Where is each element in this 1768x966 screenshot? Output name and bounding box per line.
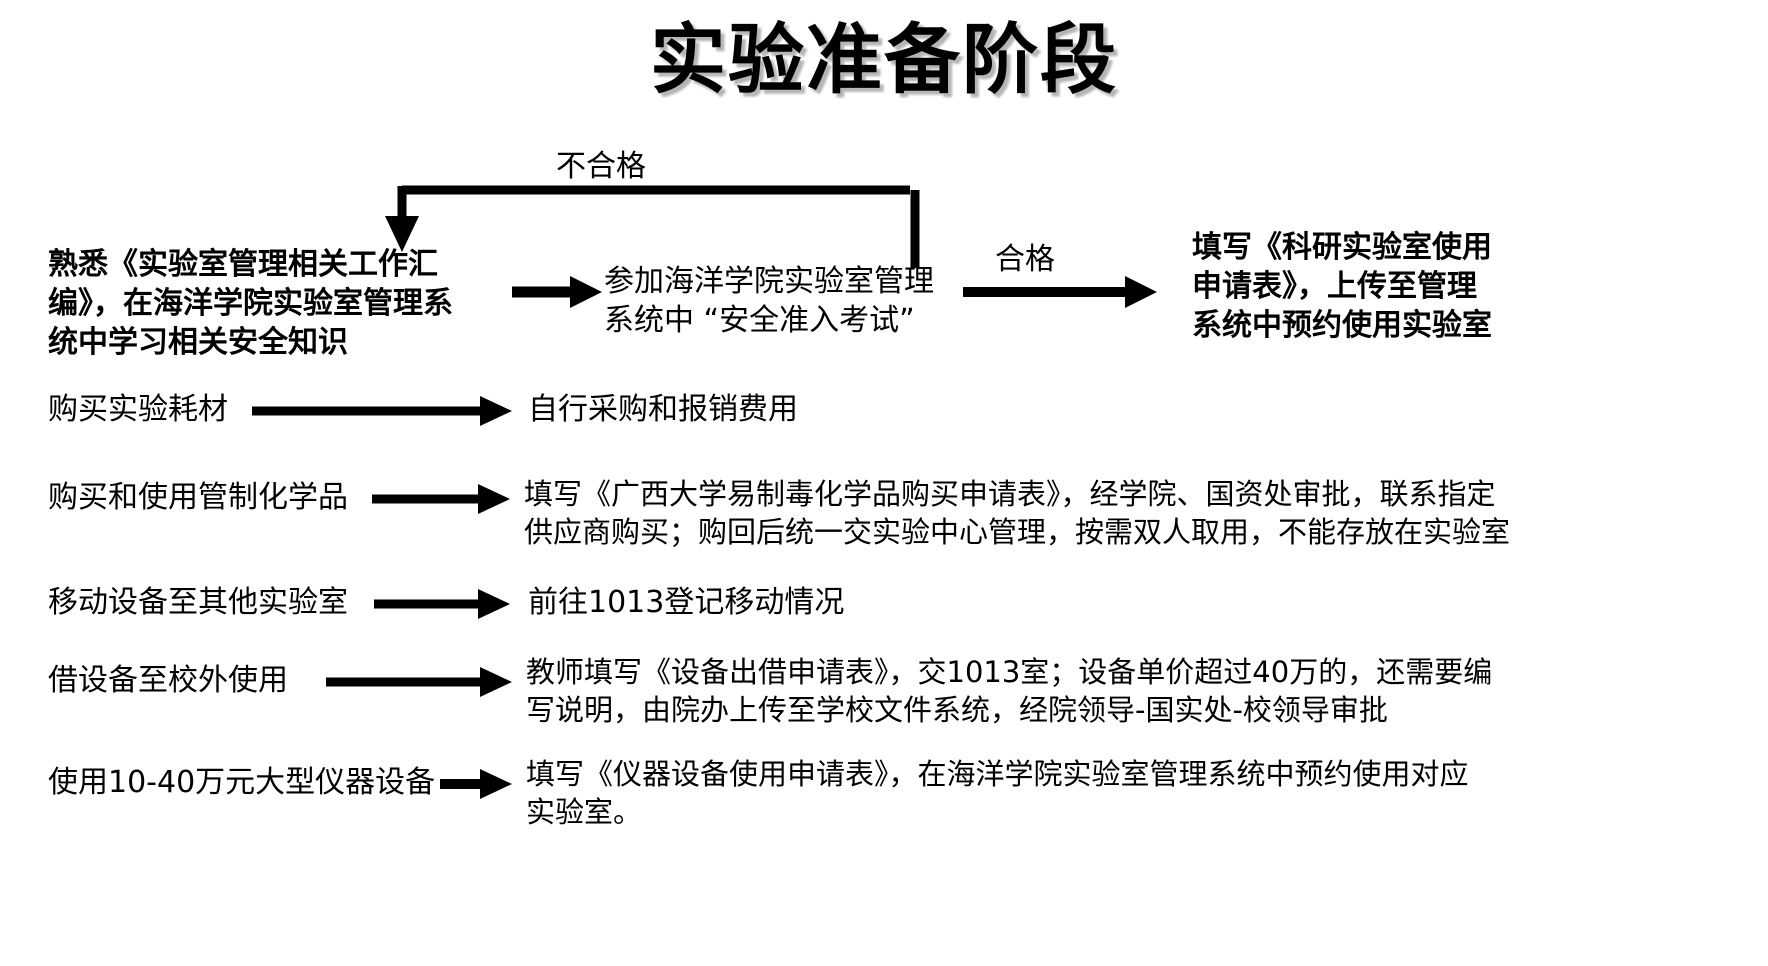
loop-label-pass: 合格: [995, 242, 1055, 277]
row-action-text-3: 教师填写《设备出借申请表》，交1013室；设备单价超过40万的，还需要编 写说明…: [526, 655, 1493, 727]
row-task-label-4: 使用10-40万元大型仪器设备: [48, 765, 436, 800]
arrow-right-icon-row-2: [374, 588, 512, 620]
flow-step-1-text: 熟悉《实验室管理相关工作汇 编》，在海洋学院实验室管理系 统中学习相关安全知识: [48, 247, 453, 360]
arrow-right-icon-row-0: [252, 395, 514, 427]
arrow-right-icon-row-4: [440, 768, 514, 800]
arrow-right-icon-step2-to-step3: [963, 275, 1159, 309]
row-action-text-4: 填写《仪器设备使用申请表》，在海洋学院实验室管理系统中预约使用对应 实验室。: [526, 757, 1469, 829]
row-action-text-2: 前往1013登记移动情况: [528, 585, 845, 620]
loop-label-fail: 不合格: [556, 149, 646, 184]
flow-step-2-text: 参加海洋学院实验室管理 系统中 “安全准入考试”: [604, 264, 934, 338]
row-task-label-0: 购买实验耗材: [48, 392, 228, 427]
row-action-text-0: 自行采购和报销费用: [528, 392, 798, 427]
arrow-right-icon-step1-to-step2: [512, 275, 604, 309]
row-task-label-1: 购买和使用管制化学品: [48, 480, 348, 515]
arrow-right-icon-row-1: [372, 483, 512, 515]
row-action-text-1: 填写《广西大学易制毒化学品购买申请表》，经学院、国资处审批，联系指定 供应商购买…: [524, 477, 1511, 549]
row-task-label-2: 移动设备至其他实验室: [48, 585, 348, 620]
flow-step-3-text: 填写《科研实验室使用 申请表》，上传至管理 系统中预约使用实验室: [1192, 230, 1492, 343]
page-title: 实验准备阶段: [650, 15, 1118, 104]
row-task-label-3: 借设备至校外使用: [48, 663, 288, 698]
arrow-right-icon-row-3: [326, 666, 514, 698]
